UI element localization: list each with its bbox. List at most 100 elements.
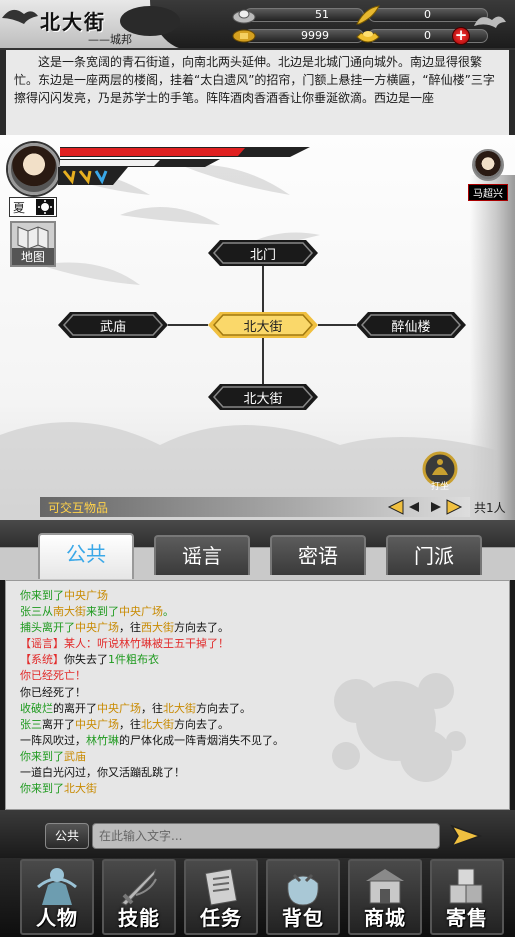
chat-segment: 【谣言】某人：听说林竹琳被王五干掉了！: [20, 637, 229, 651]
exit-west-button[interactable]: 武庙: [58, 312, 168, 338]
chat-segment: 你来到了: [20, 749, 64, 763]
current-room-marker: 北大街: [208, 312, 318, 338]
gold-value: 0: [424, 29, 431, 42]
chat-segment: 一阵风吹过，: [20, 733, 86, 747]
chat-segment: 你来到了: [20, 589, 64, 602]
nav-bag-label: 背包: [282, 906, 324, 930]
tab-whisper-label: 密语: [298, 544, 338, 568]
chat-segment: 西大街: [141, 621, 174, 635]
exit-south-button[interactable]: 北大街: [208, 384, 318, 410]
chat-segment: 武庙: [64, 749, 86, 763]
chat-messages: 你来到了中央广场张三从南大街来到了中央广场。捕头离开了中央广场，往西大街方向去了…: [20, 588, 284, 797]
exit-east-button[interactable]: 醉仙楼: [356, 312, 466, 338]
people-count: 共1人: [474, 501, 506, 515]
chat-segment: 离开了: [42, 717, 75, 731]
tab-rumor[interactable]: 谣言: [154, 535, 250, 575]
nav-character-label: 人物: [36, 906, 78, 930]
chat-segment: 中央广场: [119, 605, 163, 619]
tab-rumor-label: 谣言: [182, 544, 222, 568]
resource-coin: 9999: [232, 29, 364, 43]
nav-shop-label: 商城: [364, 906, 406, 930]
room-description: 这是一条宽阔的青石街道，向南北两头延伸。北边是北城门通向城外。南边显得很繁忙。东…: [0, 50, 515, 135]
current-room-label: 北大街: [243, 320, 283, 335]
chat-segment: 你来到了: [20, 782, 64, 796]
chat-segment: 林竹琳: [86, 733, 119, 747]
exit-plate-icon: [356, 312, 466, 338]
chat-message: 【谣言】某人：听说林竹琳被王五干掉了！: [20, 636, 284, 652]
meditate-button[interactable]: 打坐: [422, 451, 458, 492]
chat-message: 收破烂的离开了中央广场，往北大街方向去了。: [20, 701, 284, 717]
exit-connector-lines: [168, 266, 356, 384]
exit-plate-icon: [208, 240, 318, 266]
room-map: 夏 地图 马超兴 北门: [0, 135, 515, 520]
chat-tabs: 公共 谣言 密语 门派: [0, 520, 515, 580]
exit-west-label: 武庙: [99, 320, 126, 335]
nav-consign-button[interactable]: 寄售: [430, 859, 504, 935]
world-map-button[interactable]: 地图: [10, 221, 56, 267]
location-title: 北大街: [40, 10, 106, 34]
boxes-icon: [449, 868, 483, 904]
chat-segment: 中央广场: [75, 717, 119, 731]
room-description-text: 这是一条宽阔的青石街道，向南北两头延伸。北边是北城门通向城外。南边显得很繁忙。东…: [14, 55, 495, 105]
chat-segment: ，往: [141, 701, 163, 715]
nav-quest-button[interactable]: 任务: [184, 859, 258, 935]
send-arrow-icon[interactable]: [448, 822, 484, 850]
nav-skill-button[interactable]: 技能: [102, 859, 176, 935]
chat-message: 张三从南大街来到了中央广场。: [20, 604, 284, 620]
tab-sect[interactable]: 门派: [386, 535, 482, 575]
shop-icon: [366, 869, 404, 904]
scroll-icon: [204, 868, 238, 906]
cloud-ornament-icon: [2, 9, 38, 24]
tab-public[interactable]: 公共: [38, 533, 134, 579]
exit-plate-icon: [208, 384, 318, 410]
ink-bamboo-background: [0, 164, 515, 520]
chat-input[interactable]: [92, 823, 440, 849]
chat-segment: 方向去了。: [174, 717, 229, 731]
chat-segment: 。: [163, 605, 174, 619]
chat-segment: 你已经死亡！: [20, 669, 86, 683]
nav-shop-button[interactable]: 商城: [348, 859, 422, 935]
npc-avatar[interactable]: 马超兴: [468, 149, 508, 201]
chat-message: 【系统】你失去了1件粗布衣: [20, 652, 284, 668]
recharge-add-button[interactable]: +: [452, 27, 470, 45]
tab-whisper[interactable]: 密语: [270, 535, 366, 575]
npc-name: 马超兴: [468, 184, 508, 201]
chat-segment: 捕头离开了: [20, 621, 75, 635]
chat-message: 你来到了中央广场: [20, 588, 284, 604]
chat-message: 一阵风吹过，林竹琳的尸体化成一阵青烟消失不见了。: [20, 733, 284, 749]
chat-segment: 南大街: [53, 605, 86, 619]
channel-select-button[interactable]: 公共: [45, 823, 89, 849]
chat-segment: 中央广场: [75, 621, 119, 635]
chat-input-bar: 公共: [0, 810, 515, 858]
scroll-coin-icon: [232, 29, 256, 43]
feather-value: 0: [424, 8, 431, 21]
chat-log[interactable]: 你来到了中央广场张三从南大街来到了中央广场。捕头离开了中央广场，往西大街方向去了…: [5, 580, 510, 810]
chat-segment: 张三从: [20, 605, 53, 619]
map-right-frame: [470, 175, 515, 520]
season-label: 夏: [13, 201, 26, 215]
chat-segment: ，往: [119, 717, 141, 731]
sun-icon: [36, 199, 54, 215]
nav-bag-button[interactable]: 背包: [266, 859, 340, 935]
chat-segment: 你失去了: [64, 653, 108, 667]
chat-segment: 方向去了。: [196, 701, 251, 715]
gold-ingot-icon: [356, 31, 380, 43]
sword-icon: [121, 868, 157, 906]
chat-segment: 北大街: [163, 701, 196, 715]
page-arrows-icon[interactable]: [385, 498, 465, 516]
chat-segment: 收破烂: [20, 701, 53, 715]
nav-character-button[interactable]: 人物: [20, 859, 94, 935]
nav-quest-label: 任务: [200, 906, 242, 930]
chat-message: 你来到了武庙: [20, 749, 284, 765]
warrior-icon: [37, 868, 77, 905]
chat-segment: 的尸体化成一阵青烟消失不见了。: [119, 733, 284, 747]
season-indicator: 夏: [9, 197, 57, 217]
exit-north-button[interactable]: 北门: [208, 240, 318, 266]
mana-bar: [60, 159, 220, 167]
bag-icon: [287, 873, 319, 906]
current-room-plate-icon: [208, 312, 318, 338]
resource-feather: 0: [356, 5, 488, 25]
chat-segment: 的离开了: [53, 701, 97, 715]
gold-feather-icon: [356, 5, 380, 25]
chat-message: 捕头离开了中央广场，往西大街方向去了。: [20, 620, 284, 636]
